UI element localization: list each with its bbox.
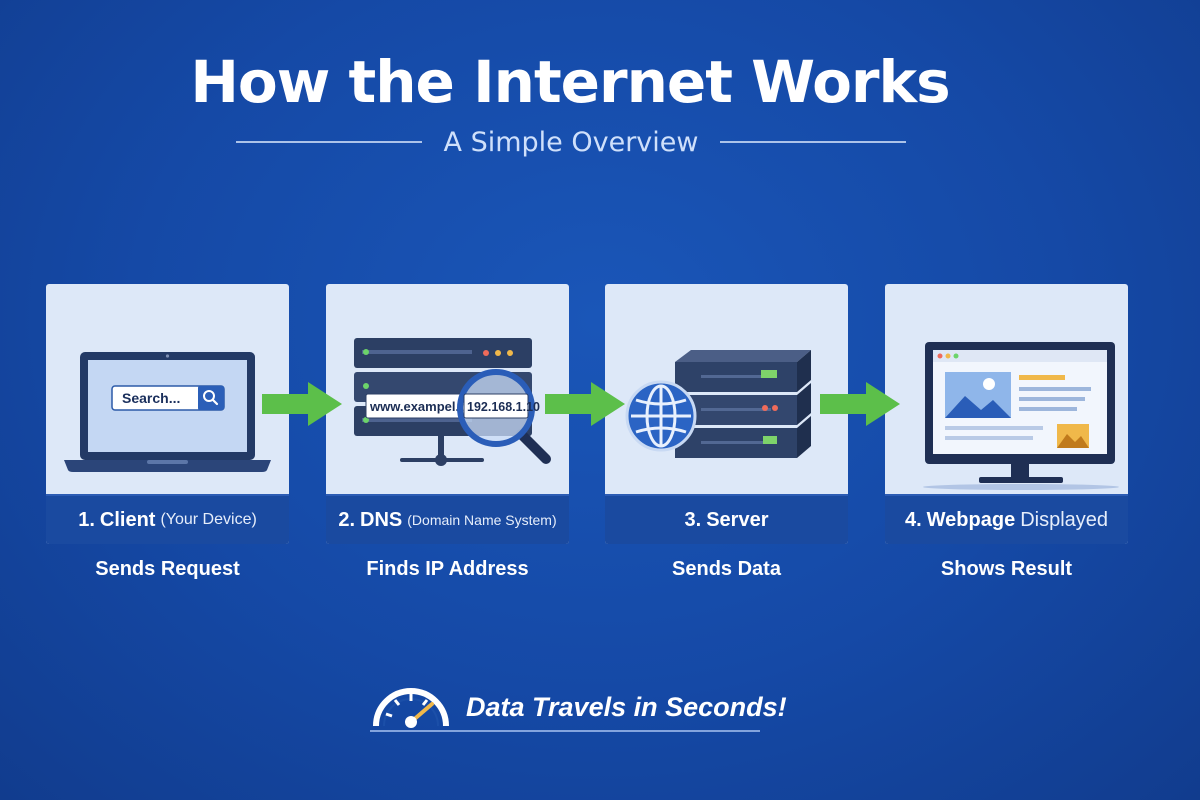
step-detail: (Domain Name System) <box>407 512 557 528</box>
server-globe-icon <box>625 350 811 458</box>
step-card-server: 3. Server <box>605 284 848 544</box>
step-label-dns: 2. DNS (Domain Name System) <box>326 494 569 544</box>
dns-url-label: www.exampel.com <box>369 399 486 414</box>
step-card-webpage: 4. Webpage Displayed <box>885 284 1128 544</box>
arrow-right-icon <box>545 382 625 426</box>
step-caption-webpage: Shows Result <box>940 558 1073 580</box>
step-name: Server <box>706 508 769 531</box>
dns-ip-label: 192.168.1.10 <box>467 400 540 414</box>
step-number: 3. <box>684 508 702 531</box>
step-name: Webpage <box>926 508 1016 531</box>
step-detail: Displayed <box>1020 508 1109 531</box>
step-number: 2. <box>338 508 356 531</box>
search-box-text: Search... <box>122 390 180 406</box>
subtitle-divider-left <box>236 141 422 143</box>
step-name: DNS <box>360 508 403 531</box>
footer: Data Travels in Seconds! <box>370 676 787 736</box>
step-number: 4. <box>904 508 922 531</box>
step-caption-dns: Finds IP Address <box>366 558 529 580</box>
subtitle-divider-right <box>720 141 907 143</box>
arrow-right-icon <box>820 382 900 426</box>
dns-server-icon: www.exampel.com 192.168.1.10 <box>354 338 551 466</box>
footer-text: Data Travels in Seconds! <box>466 692 787 722</box>
step-caption-server: Sends Data <box>672 558 781 580</box>
arrow-right-icon <box>262 382 342 426</box>
step-detail: (Your Device) <box>160 511 257 528</box>
page-title: How the Internet Works <box>190 48 950 116</box>
monitor-webpage-icon <box>923 342 1119 490</box>
step-label-client: 1. Client (Your Device) <box>46 494 289 544</box>
step-card-dns: www.exampel.com 192.168.1.10 2. DNS (Dom… <box>326 284 569 544</box>
step-number: 1. <box>78 508 95 531</box>
step-label-server: 3. Server <box>605 494 848 544</box>
footer-underline <box>370 730 760 732</box>
step-card-client: Search... 1. Client (Your Device) <box>46 284 289 544</box>
laptop-icon: Search... <box>64 352 271 472</box>
subtitle-row: A Simple Overview <box>236 124 907 160</box>
step-name: Client <box>99 508 156 531</box>
speedometer-icon <box>373 688 449 728</box>
step-caption-client: Sends Request <box>95 558 240 580</box>
step-label-webpage: 4. Webpage Displayed <box>885 494 1128 544</box>
page-subtitle: A Simple Overview <box>443 126 699 158</box>
